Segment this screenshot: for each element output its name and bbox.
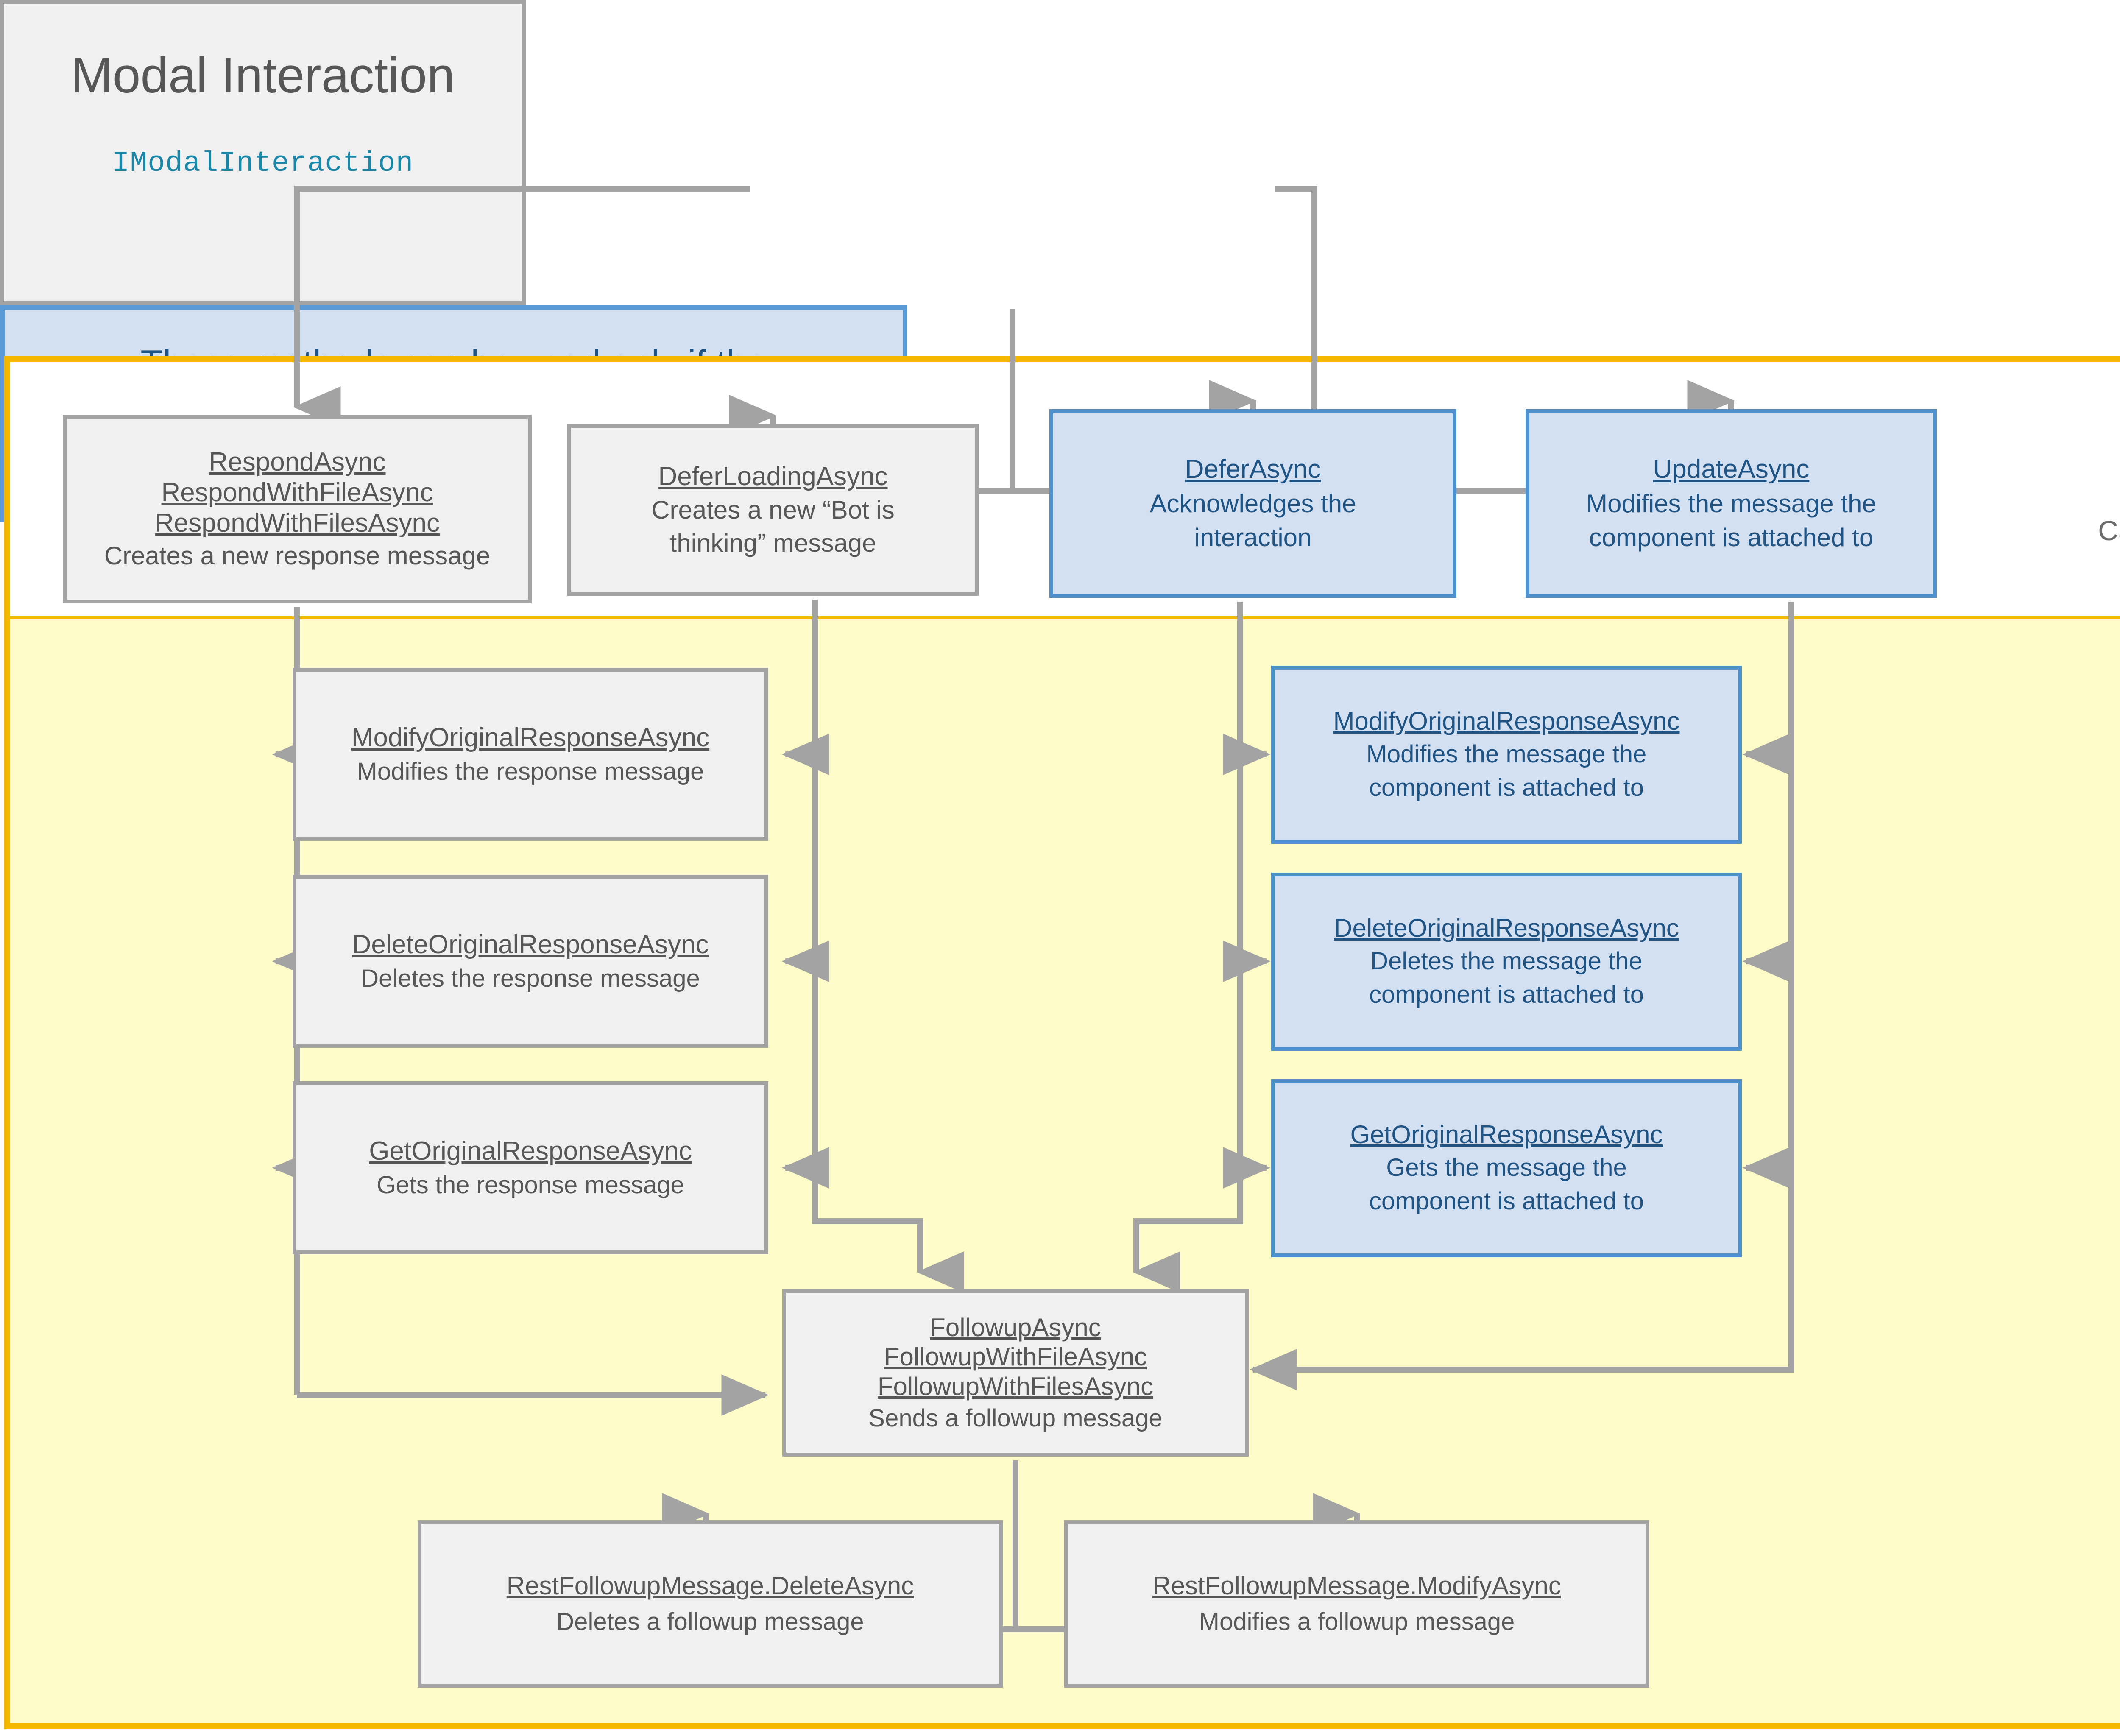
method-description: Deletes a followup message <box>556 1608 864 1636</box>
legend-initial-response: Initial Response methods Has to be execu… <box>1688 405 2120 548</box>
method-title[interactable]: DeleteOriginalResponseAsync <box>352 929 709 959</box>
method-description: component is attached to <box>1589 523 1874 552</box>
method-description: Sends a followup message <box>868 1404 1163 1432</box>
method-description: Modifies a followup message <box>1199 1608 1515 1636</box>
method-title[interactable]: RespondWithFilesAsync <box>155 508 440 538</box>
method-node-defer-async[interactable]: DeferAsync Acknowledges the interaction <box>1049 409 1456 598</box>
method-title[interactable]: RestFollowupMessage.DeleteAsync <box>506 1571 914 1600</box>
method-title[interactable]: ModifyOriginalResponseAsync <box>1333 707 1680 736</box>
method-description: Deletes the response message <box>361 964 700 992</box>
legend-subline: Can be used in 15 minutes <box>1688 703 2120 739</box>
method-node-respond-async[interactable]: RespondAsync RespondWithFileAsync Respon… <box>63 415 532 603</box>
method-title[interactable]: DeferAsync <box>1185 454 1321 484</box>
method-title[interactable]: RespondAsync <box>209 447 386 477</box>
method-description: Deletes the message the <box>1370 947 1643 975</box>
method-node-followup-async[interactable]: FollowupAsync FollowupWithFileAsync Foll… <box>782 1289 1249 1457</box>
method-description: Gets the response message <box>377 1171 684 1199</box>
legend-subline: Has to be executed in 3 seconds <box>1688 443 2120 478</box>
legend-subline: after receiving the interaction <box>1688 478 2120 513</box>
root-title: Modal Interaction <box>71 47 455 103</box>
method-description: Modifies the response message <box>357 757 704 785</box>
method-title[interactable]: RestFollowupMessage.ModifyAsync <box>1152 1571 1561 1600</box>
method-title[interactable]: RespondWithFileAsync <box>161 478 433 508</box>
method-description: component is attached to <box>1369 1187 1644 1215</box>
method-description: Creates a new “Bot is <box>651 495 895 524</box>
method-node-rest-followup-message-delete-async[interactable]: RestFollowupMessage.DeleteAsync Deletes … <box>418 1520 1003 1688</box>
legend-note: Can be used multiple times during <box>1688 774 2120 809</box>
method-node-delete-original-response-async-blue[interactable]: DeleteOriginalResponseAsync Deletes the … <box>1271 873 1742 1051</box>
legend-followup: Followup methods Can be used in 15 minut… <box>1688 666 2120 844</box>
method-title[interactable]: ModifyOriginalResponseAsync <box>351 723 710 752</box>
method-description: Acknowledges the <box>1149 489 1356 518</box>
method-node-delete-original-response-async-gray[interactable]: DeleteOriginalResponseAsync Deletes the … <box>293 875 768 1048</box>
method-description: thinking” message <box>669 529 876 558</box>
method-title[interactable]: DeferLoadingAsync <box>658 461 888 491</box>
method-title[interactable]: FollowupWithFilesAsync <box>877 1372 1154 1401</box>
root-interface-name: IModalInteraction <box>112 147 414 180</box>
method-node-update-async[interactable]: UpdateAsync Modifies the message the com… <box>1526 409 1937 598</box>
method-title[interactable]: GetOriginalResponseAsync <box>369 1136 692 1166</box>
method-description: Modifies the message the <box>1366 740 1647 768</box>
method-node-modify-original-response-async-blue[interactable]: ModifyOriginalResponseAsync Modifies the… <box>1271 666 1742 844</box>
method-node-modify-original-response-async-gray[interactable]: ModifyOriginalResponseAsync Modifies the… <box>293 668 768 841</box>
legend-heading: Followup methods <box>1688 666 2120 703</box>
method-description: interaction <box>1194 523 1312 552</box>
legend-heading: Initial Response methods <box>1688 405 2120 443</box>
legend-note: Can be used only ones per interaction <box>2098 515 2120 547</box>
method-title[interactable]: GetOriginalResponseAsync <box>1350 1120 1663 1149</box>
method-description: Creates a new response message <box>104 541 491 570</box>
legend-subline: after sending an initial response <box>1688 739 2120 774</box>
legend-note: interaction token’s lifetime <box>1688 809 2120 844</box>
method-node-rest-followup-message-modify-async[interactable]: RestFollowupMessage.ModifyAsync Modifies… <box>1064 1520 1649 1688</box>
method-node-defer-loading-async[interactable]: DeferLoadingAsync Creates a new “Bot is … <box>567 424 979 596</box>
method-node-get-original-response-async-gray[interactable]: GetOriginalResponseAsync Gets the respon… <box>293 1081 768 1254</box>
method-description: Gets the message the <box>1386 1154 1627 1182</box>
method-title[interactable]: DeleteOriginalResponseAsync <box>1334 914 1679 943</box>
root-node-modal-interaction[interactable]: Modal Interaction IModalInteraction <box>0 0 526 305</box>
method-title[interactable]: UpdateAsync <box>1653 454 1810 484</box>
method-title[interactable]: FollowupWithFileAsync <box>884 1342 1147 1371</box>
method-node-get-original-response-async-blue[interactable]: GetOriginalResponseAsync Gets the messag… <box>1271 1079 1742 1257</box>
method-description: component is attached to <box>1369 980 1644 1008</box>
method-title[interactable]: FollowupAsync <box>930 1313 1101 1342</box>
method-description: Modifies the message the <box>1586 489 1876 518</box>
method-description: component is attached to <box>1369 773 1644 801</box>
